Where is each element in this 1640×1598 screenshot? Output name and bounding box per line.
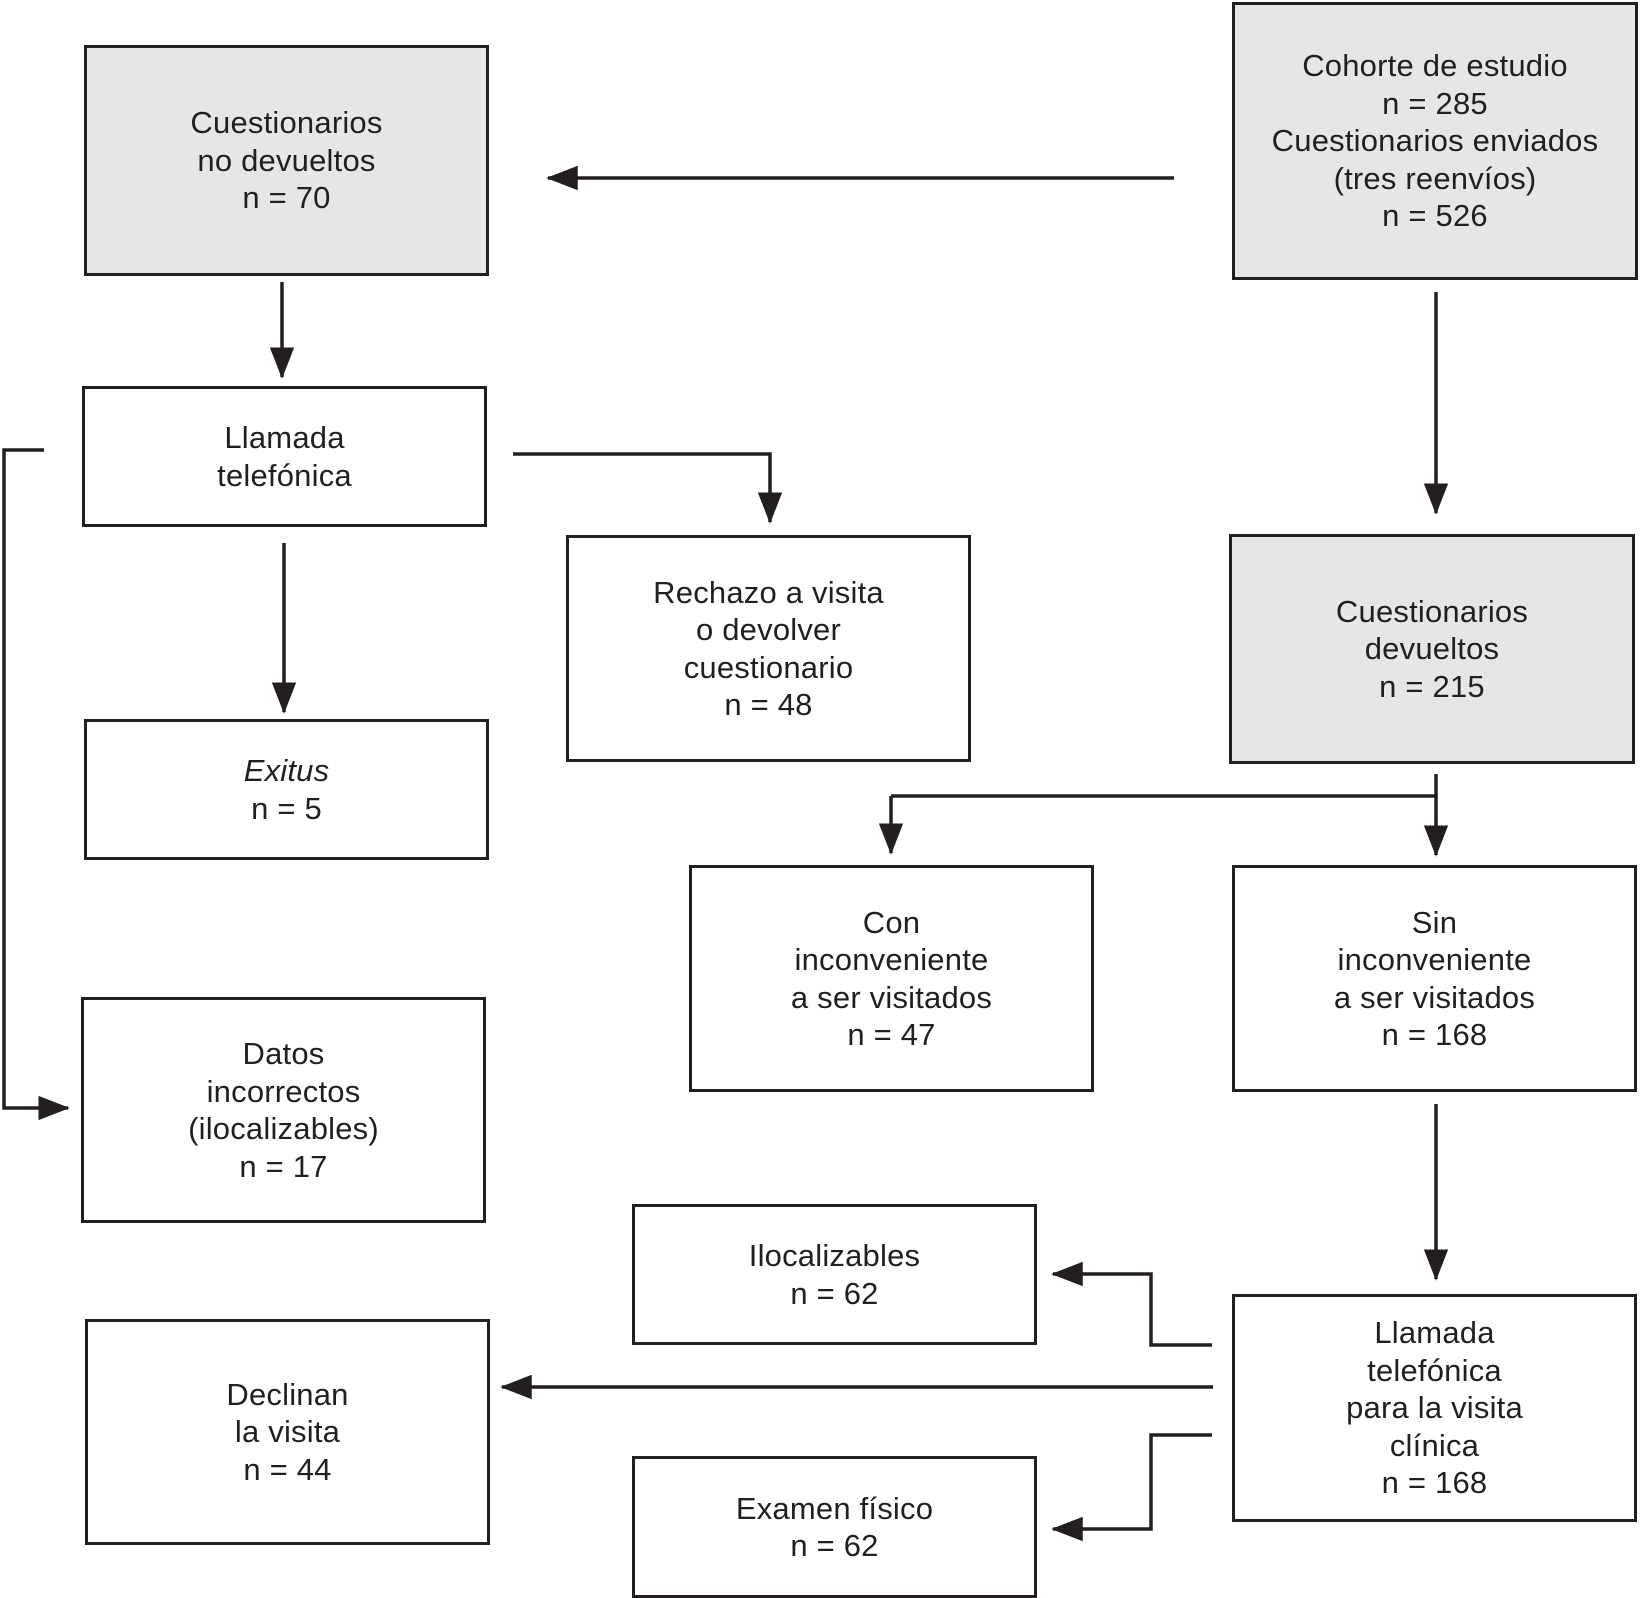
node-text: Llamada <box>224 420 345 455</box>
node-text: Cuestionarios <box>1335 593 1529 629</box>
node-cuestionarios-no-devueltos: Cuestionarios no devueltos n = 70 <box>84 45 489 276</box>
node-count: n = 48 <box>724 687 813 722</box>
arrow-llamada-visita-to-examen <box>1051 1433 1212 1542</box>
node-text: Cuestionarios enviados <box>1271 123 1599 159</box>
node-count: n = 44 <box>243 1451 332 1487</box>
node-sin-inconveniente: Sin inconveniente a ser visitados n = 16… <box>1232 865 1637 1092</box>
node-text: telefónica <box>1367 1352 1502 1388</box>
node-text: Examen físico <box>735 1490 934 1526</box>
arrow-llamada-visita-to-ilocalizables <box>1051 1261 1212 1347</box>
node-text: incorrectos <box>206 1073 361 1109</box>
node-count: n = 285 <box>1382 85 1488 121</box>
node-count: n = 70 <box>242 180 331 216</box>
node-count: n = 47 <box>847 1017 936 1052</box>
node-count: n = 17 <box>239 1148 328 1184</box>
node-declinan-la-visita: Declinan la visita n = 44 <box>85 1319 490 1545</box>
arrow-llamada-to-rechazo <box>513 452 783 524</box>
node-exitus: Exitus n = 5 <box>84 719 489 860</box>
node-llamada-visita-clinica: Llamada telefónica para la visita clínic… <box>1232 1294 1637 1522</box>
node-datos-incorrectos: Datos incorrectos (ilocalizables) n = 17 <box>81 997 486 1223</box>
node-text: telefónica <box>217 457 352 493</box>
node-text: Cuestionarios <box>190 105 383 141</box>
node-text: a ser visitados <box>1333 979 1536 1015</box>
node-text: clínica <box>1389 1427 1480 1463</box>
node-count: n = 168 <box>1381 1017 1488 1052</box>
node-count: n = 526 <box>1382 198 1488 234</box>
node-count: n = 168 <box>1381 1465 1488 1501</box>
node-text: inconveniente <box>1337 942 1532 977</box>
node-count: n = 215 <box>1379 668 1485 704</box>
node-text: a ser visitados <box>790 979 993 1015</box>
node-text: no devueltos <box>197 142 376 178</box>
node-text: Rechazo a visita <box>653 574 884 610</box>
node-con-inconveniente: Con inconveniente a ser visitados n = 47 <box>689 865 1094 1092</box>
node-text: inconveniente <box>794 942 989 977</box>
node-text: para la visita <box>1346 1390 1523 1426</box>
node-cuestionarios-devueltos: Cuestionarios devueltos n = 215 <box>1229 534 1635 764</box>
node-text: Exitus <box>243 753 330 788</box>
node-text: Datos <box>242 1036 325 1071</box>
node-text: Sin <box>1411 904 1458 940</box>
node-text: cuestionario <box>683 649 854 685</box>
arrow-llamada-to-datos <box>2 448 70 1121</box>
node-text: Cohorte de estudio <box>1302 48 1568 84</box>
node-text: o devolver <box>695 612 842 647</box>
connector-devueltos-split <box>891 774 1438 798</box>
node-examen-fisico: Examen físico n = 62 <box>632 1456 1037 1598</box>
node-text: Ilocalizables <box>748 1238 921 1273</box>
node-ilocalizables: Ilocalizables n = 62 <box>632 1204 1037 1345</box>
node-text: la visita <box>234 1414 341 1450</box>
node-count: n = 62 <box>790 1528 879 1563</box>
node-text: Con <box>862 904 921 940</box>
node-text: Declinan <box>226 1376 349 1412</box>
node-text: (ilocalizables) <box>188 1111 379 1146</box>
node-llamada-telefonica: Llamada telefónica <box>82 386 487 527</box>
node-count: n = 62 <box>790 1275 879 1311</box>
node-count: n = 5 <box>251 790 322 826</box>
node-text: (tres reenvíos) <box>1333 160 1537 196</box>
node-text: Llamada <box>1374 1315 1495 1351</box>
node-rechazo-a-visita: Rechazo a visita o devolver cuestionario… <box>566 535 971 762</box>
node-text: devueltos <box>1364 631 1500 667</box>
node-cohorte-de-estudio: Cohorte de estudio n = 285 Cuestionarios… <box>1232 2 1638 280</box>
